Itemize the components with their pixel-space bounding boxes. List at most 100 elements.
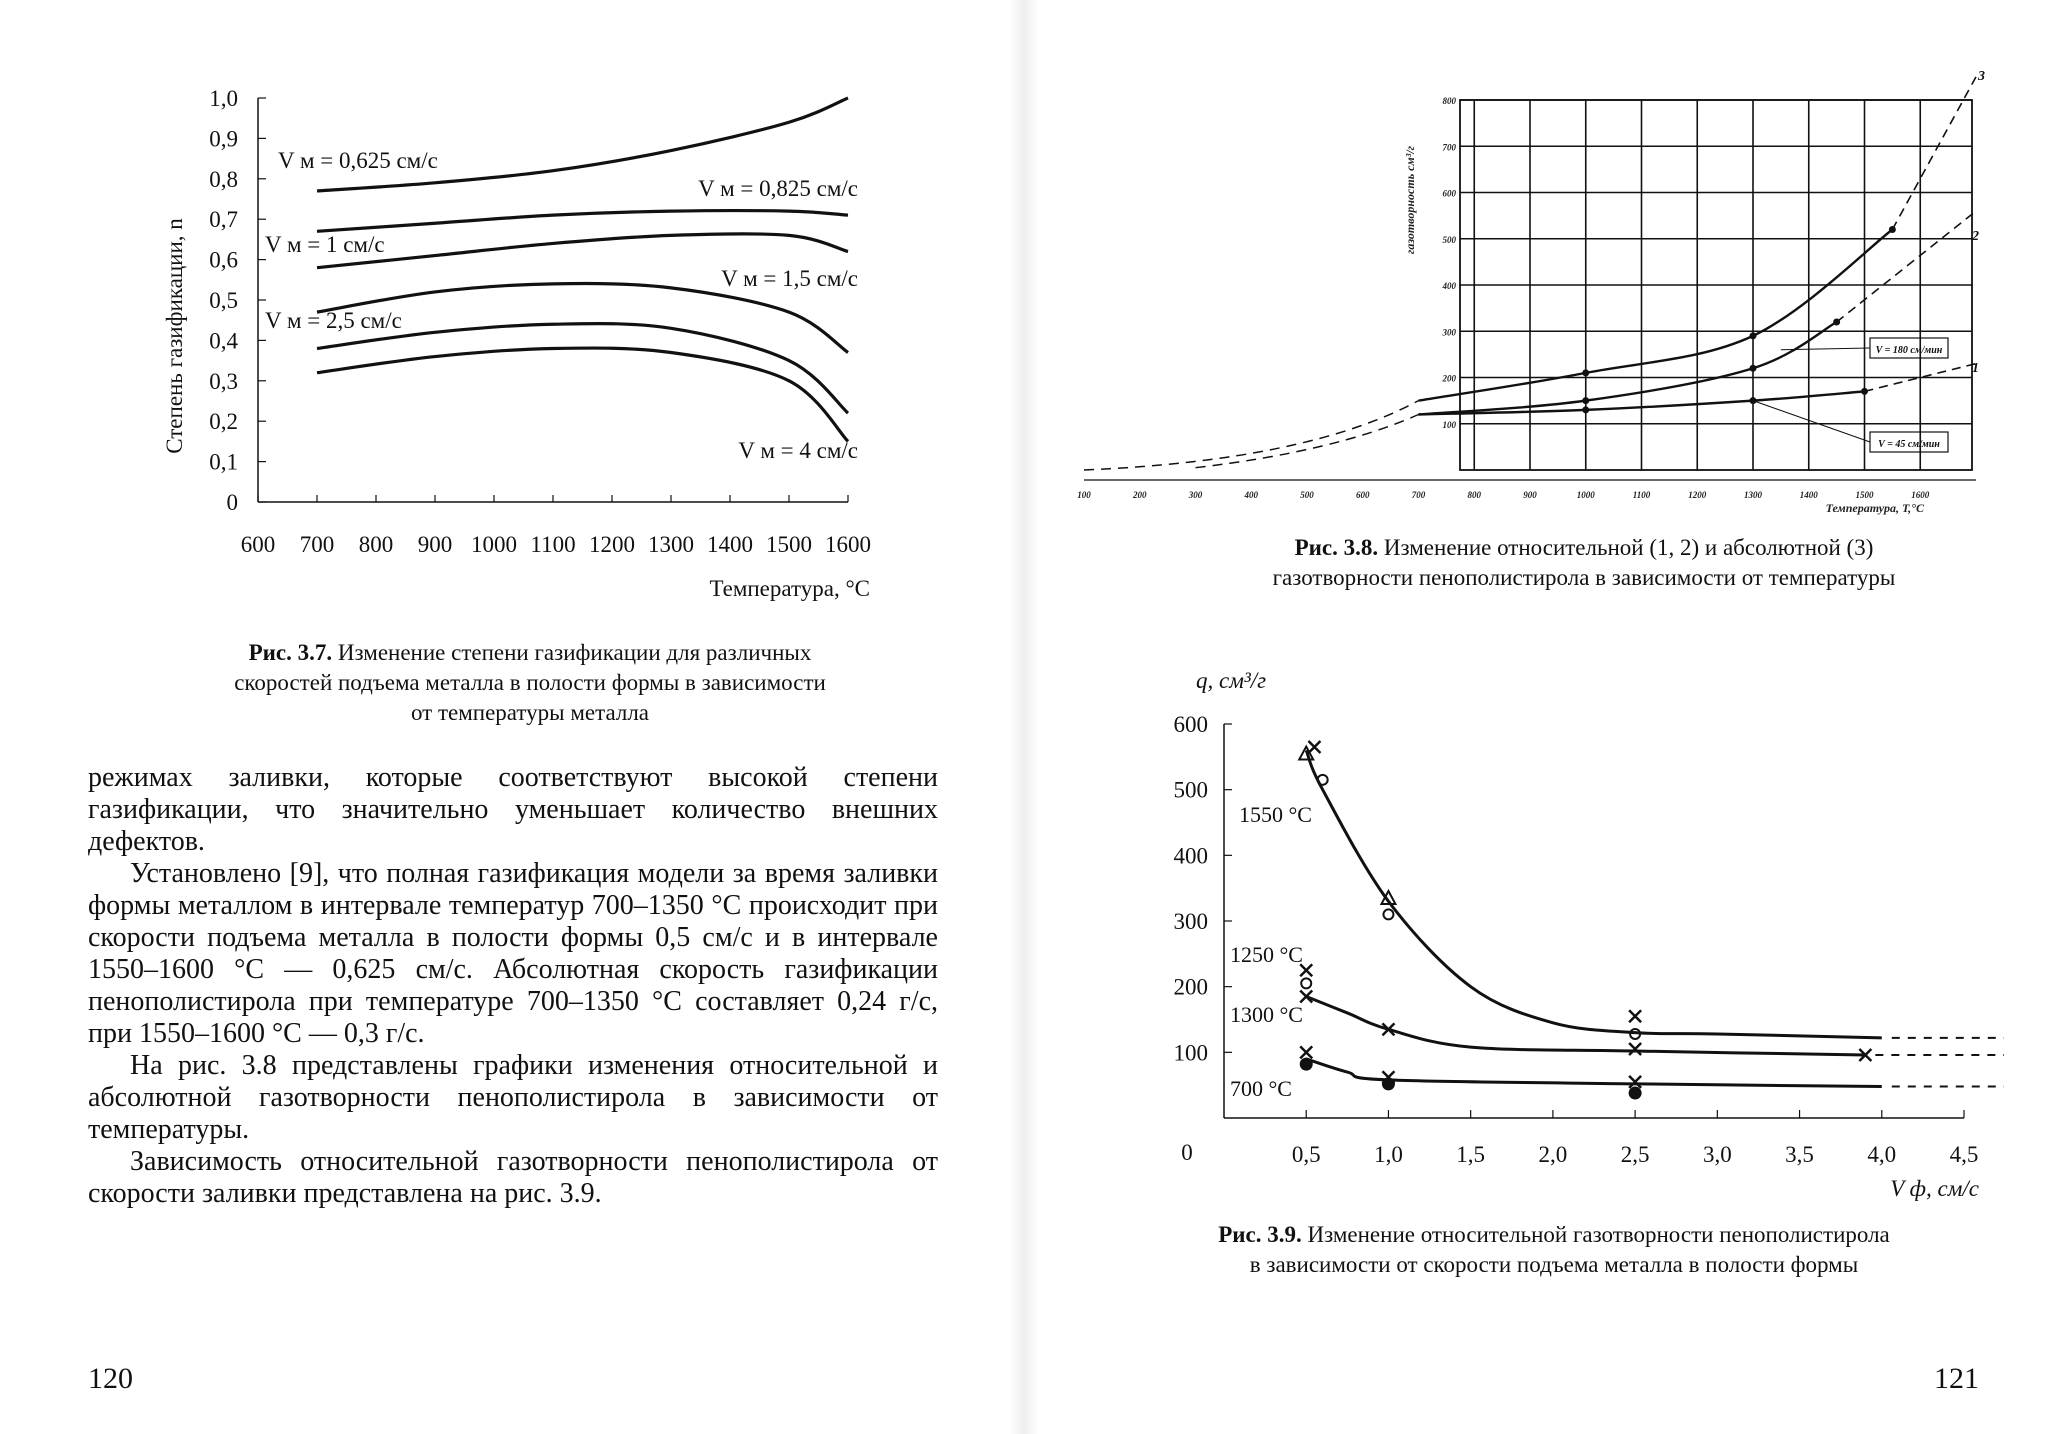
x-tick-label: 1600 (1911, 490, 1930, 500)
x-tick-label: 300 (1188, 490, 1203, 500)
dot-marker (1299, 1057, 1313, 1071)
curve-number-label: 3 (1977, 69, 1985, 84)
x-tick-label: 2,0 (1539, 1142, 1568, 1167)
y-axis-title: газотворность см³/г (1403, 145, 1417, 254)
x-tick-label: 1100 (530, 532, 575, 557)
curve-line (316, 232, 849, 270)
y-tick-label: 200 (1442, 374, 1457, 384)
x-tick-label: 1400 (1800, 490, 1819, 500)
curve-line (1305, 1057, 1882, 1088)
curve-line (1304, 749, 1882, 1040)
paragraph: На рис. 3.8 представлены графики изменен… (88, 1050, 938, 1145)
x-tick-label: 700 (300, 532, 335, 557)
cross-marker (1307, 740, 1322, 754)
figure-3-7-caption-line2: скоростей подъема металла в полости форм… (234, 670, 826, 695)
x-tick-label: 1600 (825, 532, 871, 557)
circle-marker (1316, 773, 1329, 786)
y-tick-label: 500 (1174, 778, 1209, 803)
x-tick-label: 700 (1412, 490, 1426, 500)
data-point (1582, 406, 1590, 414)
curve-extrapolation (1836, 210, 1977, 323)
velocity-label: V = 45 см/мин (1878, 439, 1940, 450)
curve-label: 1250 °С (1230, 942, 1303, 967)
paragraph: режимах заливки, которые соответствуют в… (88, 762, 938, 857)
y-tick-label: 300 (1442, 327, 1457, 337)
curve-1-line (1418, 390, 1865, 416)
figure-3-9-caption: Рис. 3.9. Изменение относительной газотв… (1134, 1220, 1974, 1280)
y-tick-label: 600 (1174, 712, 1209, 737)
y-tick-label: 400 (1174, 843, 1209, 868)
cross-marker (1628, 1074, 1642, 1089)
x-tick-label: 3,5 (1785, 1142, 1814, 1167)
curve-number-label: 2 (1971, 229, 1979, 244)
x-tick-label: 800 (359, 532, 394, 557)
y-tick-label: 0,2 (209, 409, 238, 434)
x-axis-title: Температура, T,°C (1826, 501, 1925, 515)
x-tick-label: 2,5 (1621, 1142, 1650, 1167)
x-tick-label: 800 (1468, 490, 1482, 500)
x-tick-label: 900 (418, 532, 453, 557)
x-tick-label: 0,5 (1292, 1142, 1321, 1167)
curve-label: V м = 4 см/с (738, 438, 858, 463)
book-gutter (1010, 0, 1038, 1434)
y-tick-label: 0,7 (209, 207, 238, 232)
figure-3-9-caption-line2: в зависимости от скорости подъема металл… (1249, 1252, 1859, 1277)
cross-marker (1381, 1022, 1396, 1037)
circle-marker (1382, 908, 1395, 921)
x-tick-label: 1,0 (1374, 1142, 1403, 1167)
curve-label: V м = 0,625 см/с (278, 148, 438, 173)
data-point (1833, 318, 1841, 326)
curve-2-line (1418, 320, 1838, 416)
x-tick-label: 4,0 (1867, 1142, 1896, 1167)
paragraph: Зависимость относительной газотворности … (88, 1146, 938, 1209)
x-tick-label: 1000 (471, 532, 517, 557)
x-tick-label: 1200 (1688, 490, 1707, 500)
curve-line (316, 209, 849, 233)
curve-extrapolation (1864, 362, 1977, 393)
figure-3-7-caption-line3: от температуры металла (410, 700, 650, 725)
curve-label: 700 °С (1230, 1076, 1292, 1101)
circle-marker (1629, 1027, 1642, 1040)
y-tick-label: 100 (1174, 1040, 1209, 1065)
x-tick-label: 500 (1300, 490, 1314, 500)
x-tick-label: 1500 (1856, 490, 1875, 500)
data-point (1582, 397, 1590, 405)
curve-line (316, 322, 850, 415)
velocity-label: V = 180 см/мин (1876, 345, 1943, 356)
page-number-right: 121 (1934, 1362, 1979, 1395)
triangle-marker (1379, 888, 1398, 906)
y-tick-label: 0,4 (209, 328, 238, 353)
y-tick-label: 500 (1443, 235, 1457, 245)
curve-3-line (1418, 228, 1894, 402)
x-tick-label: 400 (1244, 490, 1259, 500)
dot-marker (1381, 1077, 1395, 1091)
curve-label: 1300 °С (1230, 1002, 1303, 1027)
curve-line (316, 346, 850, 443)
curve-line (316, 281, 849, 354)
cross-marker (1628, 1042, 1642, 1056)
x-axis-title: V ф, см/с (1890, 1176, 1979, 1201)
y-tick-label: 0,3 (209, 369, 238, 394)
page-number-left: 120 (88, 1362, 133, 1395)
x-tick-label: 1,5 (1456, 1142, 1485, 1167)
cross-marker (1299, 1045, 1314, 1060)
dot-marker (1628, 1086, 1642, 1100)
cross-marker (1858, 1048, 1873, 1062)
curve-label: V м = 1,5 см/с (721, 266, 858, 291)
y-tick-label: 100 (1443, 420, 1457, 430)
curve-label: V м = 2,5 см/с (265, 308, 402, 333)
x-tick-label: 1200 (589, 532, 635, 557)
y-tick-label: 300 (1174, 909, 1209, 934)
x-tick-label: 1000 (1577, 490, 1596, 500)
y-tick-label: 700 (1443, 142, 1457, 152)
y-tick-label: 0,6 (209, 248, 238, 273)
cross-marker (1299, 963, 1314, 978)
x-tick-label: 200 (1132, 490, 1147, 500)
curve-1-2-extrapolation (1195, 413, 1419, 469)
y-tick-label: 0,1 (209, 450, 238, 475)
body-text: режимах заливки, которые соответствуют в… (88, 762, 938, 1210)
